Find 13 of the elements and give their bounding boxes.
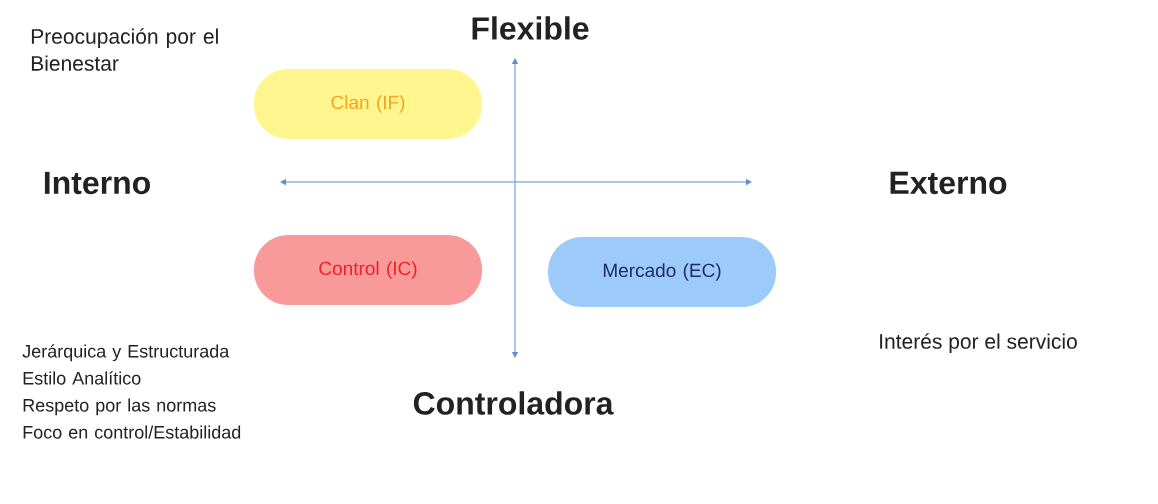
- axis-label: Controladora: [413, 391, 614, 415]
- quadrant-pill: Clan (IF): [254, 69, 482, 139]
- quadrant-pill: Mercado (EC): [548, 237, 776, 307]
- list-item: Foco en control/Estabilidad: [23, 425, 241, 439]
- note-text: Interés por el servicio: [880, 333, 1077, 353]
- list-item: Respeto por las normas: [23, 398, 216, 416]
- note-text: Preocupación por el Bienestar: [31, 28, 218, 71]
- list-item: Estilo Analítico: [23, 371, 141, 385]
- axis-label: Interno: [44, 171, 150, 195]
- axis-label: Externo: [890, 171, 1007, 195]
- list-item: Jerárquica y Estructurada: [22, 344, 230, 362]
- quadrant-pill: Control (IC): [254, 235, 482, 305]
- axis-label: Flexible: [472, 16, 589, 40]
